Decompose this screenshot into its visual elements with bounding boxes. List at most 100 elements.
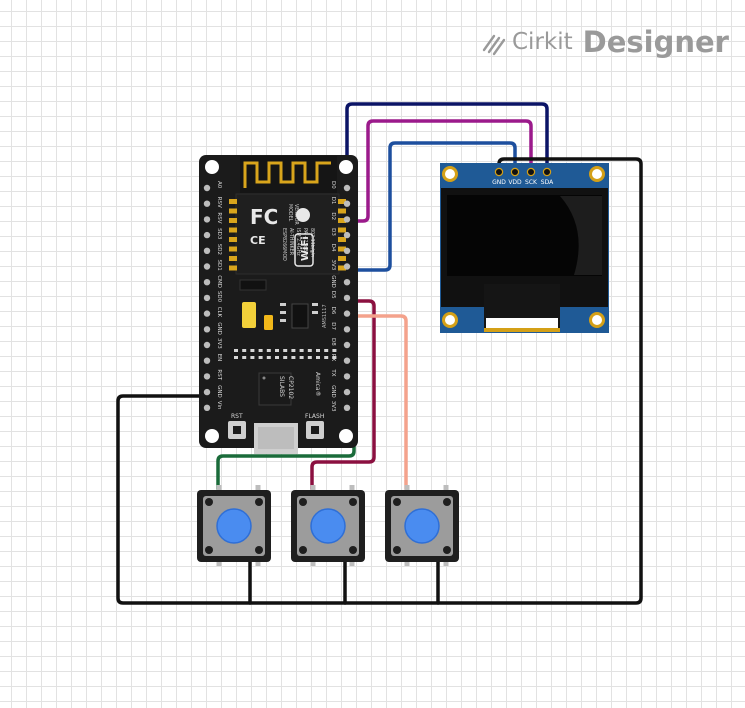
pin-right-6[interactable] [343, 279, 351, 286]
ce-mark: CE [250, 234, 266, 247]
pin-label-right-6: GND [330, 275, 336, 288]
pin-left-9[interactable] [203, 326, 211, 333]
pin-left-13[interactable] [203, 388, 211, 396]
pin-label-left-1: RSV [216, 197, 222, 208]
pin-label-right-9: D7 [330, 322, 336, 330]
pin-left-11[interactable] [203, 357, 211, 364]
oled-pin-label-3: SDA [541, 179, 554, 186]
button-corner-dot [443, 498, 451, 506]
button-corner-dot [393, 546, 401, 554]
pin-right-12[interactable] [343, 373, 351, 380]
module-pad [338, 237, 346, 242]
flash-label: FLASH [305, 413, 324, 420]
pad-dot [307, 349, 312, 352]
pin-left-4[interactable] [203, 247, 211, 254]
pin-right-5[interactable] [343, 263, 351, 270]
button-corner-dot [443, 546, 451, 554]
button-corner-dot [255, 546, 263, 554]
oled-pin-2[interactable] [526, 167, 536, 177]
button-leg [404, 561, 410, 566]
button-corner-dot [299, 546, 307, 554]
pad-dot [283, 356, 288, 359]
pad-dot [234, 356, 238, 359]
module-pad [338, 218, 346, 223]
button-leg [404, 485, 410, 490]
wire-d1-sda[interactable] [345, 102, 549, 205]
pad-dot [266, 349, 271, 352]
wire-d6-btn3[interactable] [345, 314, 408, 491]
pin-right-7[interactable] [343, 294, 351, 302]
pin-right-11[interactable] [343, 357, 351, 364]
flash-button-center [311, 426, 319, 434]
pin-right-9[interactable] [343, 326, 351, 333]
push-button-1[interactable] [197, 485, 271, 566]
pin-left-14[interactable] [203, 404, 211, 411]
antenna-trace [243, 161, 331, 188]
button-cap[interactable] [404, 508, 440, 544]
pad-dot [266, 356, 271, 359]
pad-dot [283, 349, 288, 352]
pin-right-4[interactable] [343, 247, 351, 254]
pin-left-1[interactable] [203, 200, 211, 207]
oled-pin-3[interactable] [542, 167, 552, 177]
pin-left-2[interactable] [203, 216, 211, 223]
button-leg [255, 561, 261, 566]
module-text-line-2: ESP8266MOD [281, 228, 287, 261]
push-button-2[interactable] [291, 485, 365, 566]
smd-dots [280, 303, 318, 322]
pad-dot [291, 356, 296, 359]
pin-left-8[interactable] [203, 310, 211, 317]
logo-product-text: Designer [582, 25, 729, 59]
oled-pin-0[interactable] [494, 167, 504, 177]
pin-right-1[interactable] [343, 200, 351, 207]
push-buttons [197, 485, 459, 566]
button-corner-dot [205, 498, 213, 506]
capacitor [242, 302, 256, 328]
pin-label-left-9: GND [216, 322, 222, 335]
pin-left-7[interactable] [203, 294, 211, 302]
button-corner-dot [393, 498, 401, 506]
pad-dot [316, 349, 320, 352]
pin-left-3[interactable] [203, 231, 211, 239]
button-leg [310, 485, 316, 490]
pin-right-2[interactable] [343, 216, 351, 223]
pad-dot [324, 349, 329, 352]
pin-label-right-8: D6 [330, 307, 336, 315]
pin-right-8[interactable] [343, 310, 351, 317]
pin-right-3[interactable] [343, 231, 351, 239]
push-button-3[interactable] [385, 485, 459, 566]
button-leg [216, 485, 222, 490]
module-pad [338, 265, 346, 271]
pin-left-0[interactable] [203, 184, 211, 192]
pin-left-12[interactable] [203, 373, 211, 380]
pad-dot [275, 349, 279, 352]
pad-dot [332, 349, 337, 352]
pin-right-10[interactable] [343, 341, 351, 349]
wire-d4-vdd[interactable] [345, 141, 517, 272]
wire-d5-btn2[interactable] [310, 299, 376, 491]
wifi-logo-icon [294, 233, 314, 267]
button-cap[interactable] [310, 508, 346, 544]
pin-left-10[interactable] [203, 341, 211, 349]
oled-pin-label-1: VDD [508, 179, 522, 186]
pad-dot [299, 356, 304, 359]
rst-label: RST [231, 413, 243, 420]
pin-right-13[interactable] [343, 388, 351, 396]
button-corner-dot [299, 498, 307, 506]
pin-right-14[interactable] [343, 404, 351, 411]
button-cap[interactable] [216, 508, 252, 544]
pin-right-0[interactable] [343, 184, 351, 192]
pin-label-right-10: D8 [330, 338, 336, 346]
pad-dot [316, 356, 320, 359]
wire-d2-sck[interactable] [345, 119, 533, 223]
oled-pin-1[interactable] [510, 167, 520, 177]
module-text-line-4: ISM 2.4GHz [295, 228, 301, 256]
pin-label-left-7: SD0 [216, 291, 222, 303]
wire-gnd-loop[interactable] [116, 157, 643, 605]
pin-left-5[interactable] [203, 263, 211, 270]
pin-left-6[interactable] [203, 279, 211, 286]
